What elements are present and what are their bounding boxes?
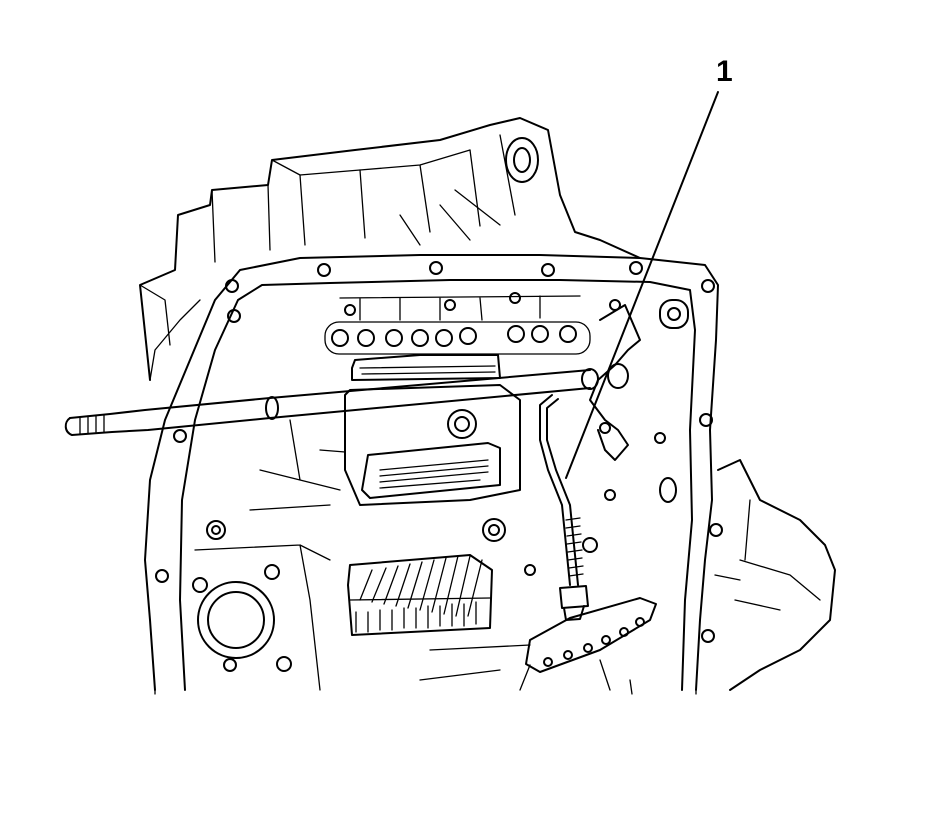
- right-housing: [717, 459, 836, 691]
- plug-boss: [447, 409, 477, 439]
- case-flange-outline: [144, 254, 719, 691]
- shaft-rod: [64, 363, 629, 436]
- callout-label: 1: [716, 55, 733, 88]
- bracket-holes: [543, 617, 645, 667]
- flange-bolt-holes: [155, 261, 723, 643]
- cover-ribs: [379, 459, 489, 489]
- mount-boss: [505, 137, 539, 183]
- valve-body-bolt-row: [324, 321, 591, 355]
- sensor-wire-harness: [539, 394, 589, 621]
- gear-teeth: [347, 554, 493, 636]
- lower-plug: [482, 518, 506, 542]
- bracket-plate: [525, 597, 657, 673]
- upper-housing-outline: [139, 117, 641, 381]
- case-flange-inner: [179, 279, 696, 691]
- output-flange: [192, 520, 292, 672]
- callout-leader-line: [565, 91, 719, 479]
- sensor-bracket: [589, 304, 641, 461]
- center-cover: [344, 384, 521, 506]
- filter-screen: [351, 354, 501, 381]
